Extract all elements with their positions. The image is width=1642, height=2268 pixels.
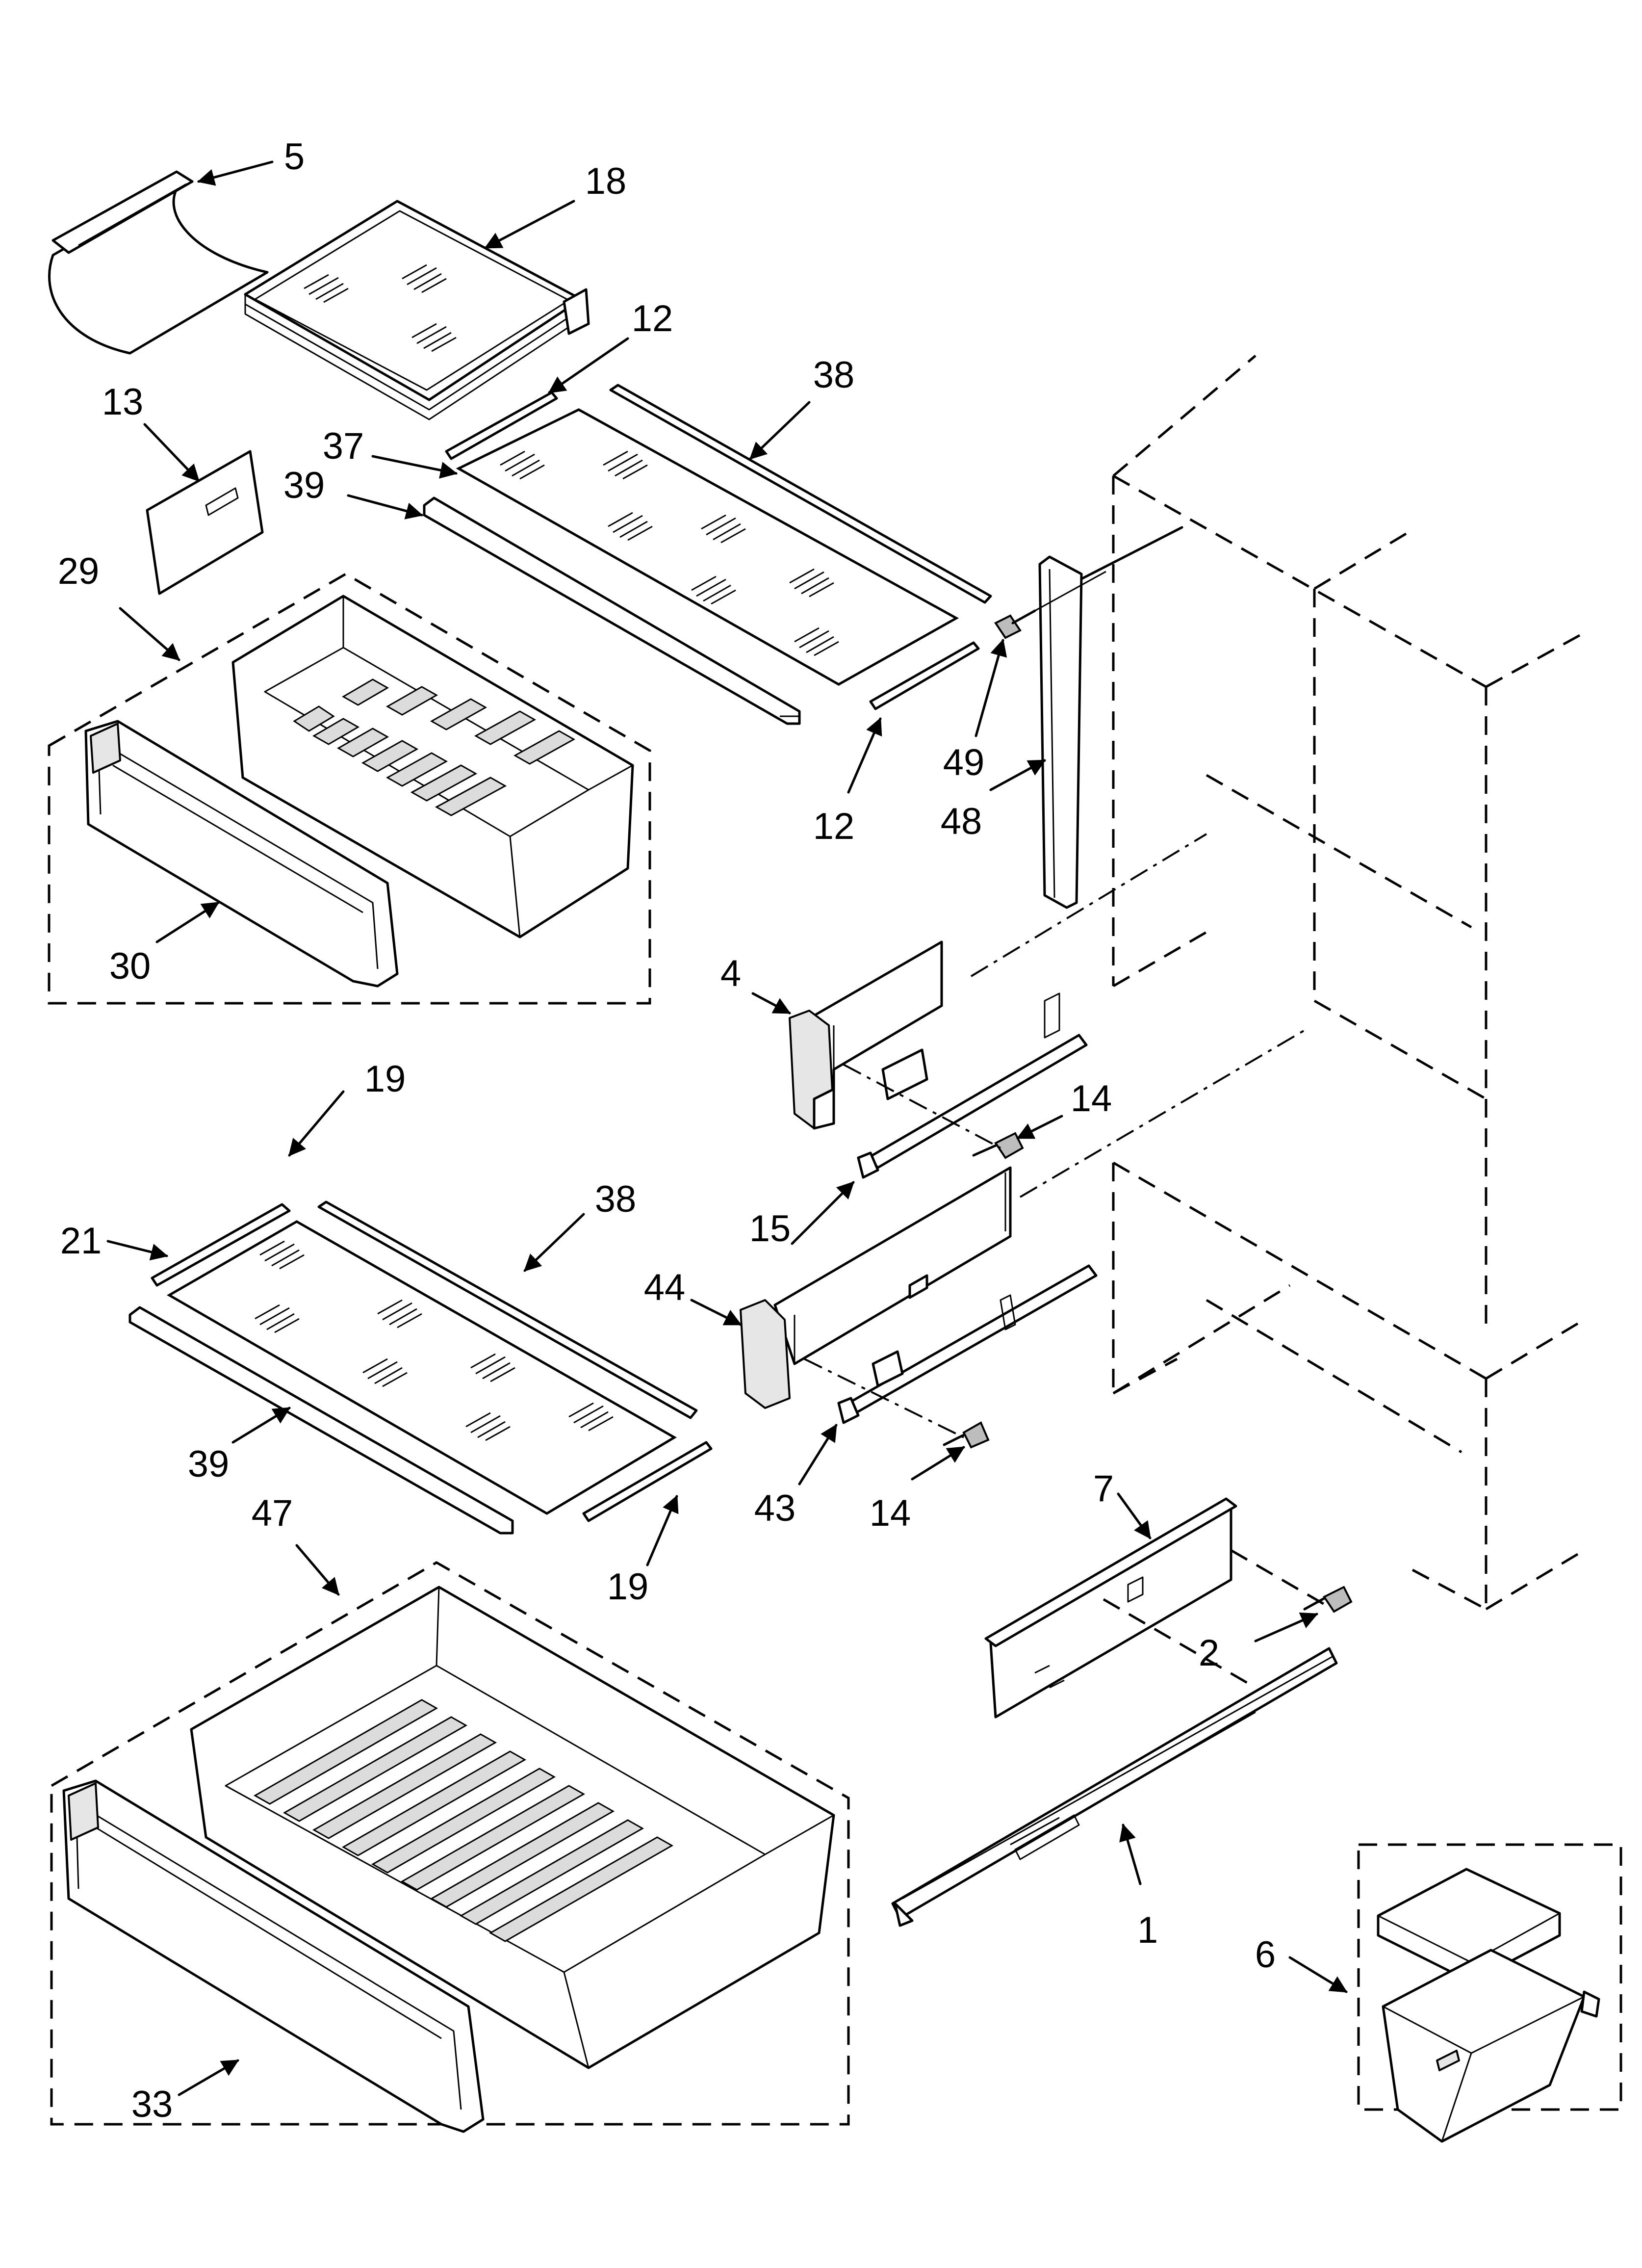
callout-47: 47	[252, 1492, 293, 1534]
part-44-drawer-end	[740, 1166, 1012, 1409]
part-29-crisper-assembly	[48, 573, 651, 1005]
callout-43: 43	[754, 1487, 796, 1529]
part-15-slide	[857, 992, 1088, 1179]
part-14-screw-upper	[972, 1132, 1024, 1159]
upper-drawer-axis	[970, 833, 1207, 977]
upper-slide-axis	[843, 1064, 1001, 1149]
part-48-rail	[1038, 555, 1083, 909]
callout-12-upper: 12	[632, 298, 673, 339]
callout-5: 5	[284, 136, 305, 178]
callout-1: 1	[1137, 1909, 1158, 1951]
callout-19-lower: 19	[607, 1566, 649, 1608]
cabinet-outline	[1112, 355, 1585, 1611]
callout-44: 44	[644, 1267, 686, 1308]
part-5-cover	[48, 170, 269, 355]
rail-line	[1080, 526, 1183, 580]
part-43-slide	[837, 1264, 1098, 1424]
callout-14-upper: 14	[1071, 1078, 1112, 1120]
callout-33: 33	[131, 2084, 173, 2125]
callout-38-lower: 38	[595, 1178, 637, 1220]
leader-arrows	[106, 160, 1348, 2096]
part-14-screw-lower	[943, 1421, 990, 1449]
callout-12-lower: 12	[813, 806, 855, 847]
part-12-strip-upper	[445, 391, 558, 460]
part-47-drawer-assembly	[50, 1561, 850, 2133]
callout-39-upper: 39	[283, 465, 325, 506]
part-13-divider	[146, 450, 264, 595]
part-1-rail	[891, 1647, 1338, 1927]
callout-4: 4	[720, 953, 741, 994]
callout-37: 37	[323, 425, 364, 467]
callout-18: 18	[585, 160, 627, 202]
part-49-screw	[994, 571, 1106, 639]
callout-48: 48	[941, 801, 982, 842]
part-2-screw	[1303, 1586, 1353, 1613]
crisper-bin-slots	[293, 678, 576, 816]
part-12-strip-lower	[869, 641, 980, 710]
lower-glass-shelf	[128, 1200, 713, 1535]
part-7-bracket	[984, 1497, 1237, 1719]
upper-glass-shelf	[423, 384, 992, 725]
callout-38-upper: 38	[813, 354, 855, 396]
callout-21: 21	[60, 1220, 102, 1262]
callout-30: 30	[109, 945, 151, 987]
part-18-shelf	[244, 200, 590, 420]
callout-6: 6	[1255, 1934, 1276, 1976]
drawer-ribs	[253, 1699, 674, 1942]
lower-slide-axis	[804, 1358, 964, 1438]
callout-7: 7	[1093, 1468, 1114, 1510]
part-6-container-assembly	[1357, 1843, 1622, 2143]
screw-axis	[1230, 1549, 1325, 1606]
callout-labels: 5 18 12 13 38 37 39 29 49 12 48 30 4 14 …	[58, 136, 1276, 2125]
callout-19-upper: 19	[364, 1058, 406, 1100]
callout-29: 29	[58, 550, 100, 592]
callout-2: 2	[1199, 1632, 1219, 1674]
part-4-drawer-end	[789, 940, 943, 1130]
callout-15: 15	[749, 1208, 791, 1250]
callout-13: 13	[102, 381, 144, 423]
callout-14-lower: 14	[870, 1492, 911, 1534]
callout-49: 49	[943, 742, 985, 783]
upper-slide-axis-2	[1019, 1029, 1306, 1198]
callout-39-lower: 39	[188, 1443, 230, 1485]
